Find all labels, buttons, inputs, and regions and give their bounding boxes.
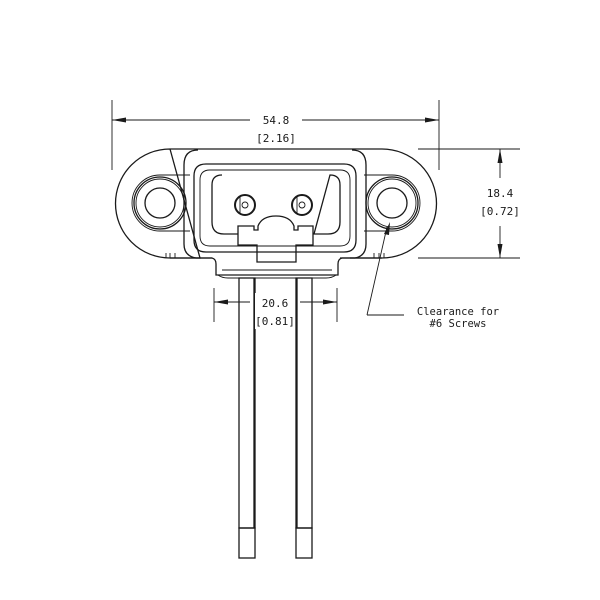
mounting-hole-right [364,174,421,232]
flange [114,148,438,259]
lead-spacing-in: [0.81] [255,315,295,328]
dimension-flange-height: 18.4 [0.72] [418,148,520,259]
lead-spacing-mm: 20.6 [262,297,289,310]
note-line-2: #6 Screws [430,318,487,330]
lead-wire-right [295,277,313,559]
lead-wire-left [238,277,256,559]
overall-width-in: [2.16] [256,132,296,145]
arrow-left-icon [214,299,228,305]
leader-mounting-hole-note: Clearance for #6 Screws [366,222,499,330]
arrow-up-icon [497,149,503,163]
overall-width-mm: 54.8 [263,114,290,127]
pin-right [291,194,313,216]
pin-left [234,194,256,216]
arrow-left-icon [112,117,126,123]
dimension-overall-width: 54.8 [2.16] [111,100,440,170]
note-line-1: Clearance for [417,306,499,318]
arrow-right-icon [323,299,337,305]
mounting-hole-left [131,174,190,232]
dimension-lead-spacing: 20.6 [0.81] [213,288,338,329]
leader-arrow-icon [384,222,390,235]
flange-height-mm: 18.4 [487,187,514,200]
arrow-down-icon [497,244,503,258]
flange-height-in: [0.72] [480,205,520,218]
arrow-right-icon [425,117,439,123]
connector-housing [183,149,367,279]
